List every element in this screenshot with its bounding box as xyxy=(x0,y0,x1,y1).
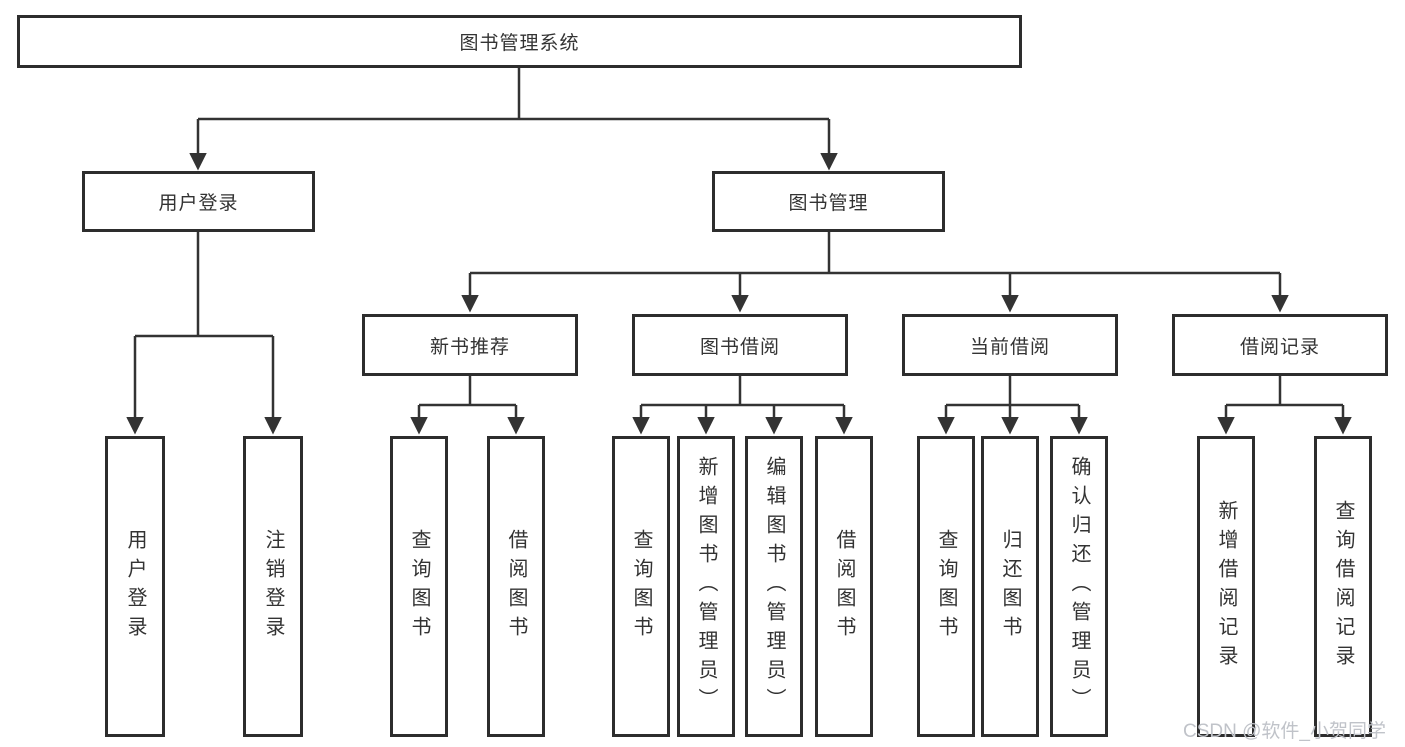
node-leaf-query-books-borrow-label: 查询图书 xyxy=(630,528,652,645)
node-leaf-add-books-admin-label: 新增图书（管理员） xyxy=(695,456,717,717)
node-leaf-query-books-current-label: 查询图书 xyxy=(935,528,957,645)
node-leaf-confirm-return-admin-label: 确认归还（管理员） xyxy=(1068,456,1090,717)
node-leaf-query-books-recommend-label: 查询图书 xyxy=(408,528,430,645)
node-module-book-borrow: 图书借阅 xyxy=(632,314,848,376)
node-leaf-query-borrow-record: 查询借阅记录 xyxy=(1314,436,1372,737)
node-branch-user-login: 用户登录 xyxy=(82,171,315,232)
node-leaf-borrow-books-recommend-label: 借阅图书 xyxy=(505,528,527,645)
node-leaf-borrow-books-recommend: 借阅图书 xyxy=(487,436,545,737)
node-leaf-add-borrow-record-label: 新增借阅记录 xyxy=(1215,499,1237,674)
node-leaf-edit-books-admin: 编辑图书（管理员） xyxy=(745,436,803,737)
node-leaf-add-books-admin: 新增图书（管理员） xyxy=(677,436,735,737)
node-leaf-logout-label: 注销登录 xyxy=(262,528,284,645)
node-module-current-borrow: 当前借阅 xyxy=(902,314,1118,376)
node-branch-book-management: 图书管理 xyxy=(712,171,945,232)
node-root: 图书管理系统 xyxy=(17,15,1022,68)
node-leaf-edit-books-admin-label: 编辑图书（管理员） xyxy=(763,456,785,717)
node-leaf-logout: 注销登录 xyxy=(243,436,303,737)
node-leaf-query-books-borrow: 查询图书 xyxy=(612,436,670,737)
node-leaf-borrow-books-label: 借阅图书 xyxy=(833,528,855,645)
node-leaf-query-borrow-record-label: 查询借阅记录 xyxy=(1332,499,1354,674)
node-module-book-borrow-label: 图书借阅 xyxy=(699,336,780,358)
csdn-watermark: CSDN @软件_小贺同学 xyxy=(1183,721,1386,742)
node-module-borrow-record: 借阅记录 xyxy=(1172,314,1388,376)
node-leaf-user-login: 用户登录 xyxy=(105,436,165,737)
node-leaf-borrow-books: 借阅图书 xyxy=(815,436,873,737)
node-leaf-query-books-current: 查询图书 xyxy=(917,436,975,737)
node-branch-user-login-label: 用户登录 xyxy=(158,193,239,214)
node-branch-book-management-label: 图书管理 xyxy=(788,193,869,214)
node-root-label: 图书管理系统 xyxy=(459,33,580,54)
node-leaf-query-books-recommend: 查询图书 xyxy=(390,436,448,737)
node-module-current-borrow-label: 当前借阅 xyxy=(969,336,1050,358)
node-leaf-return-books: 归还图书 xyxy=(981,436,1039,737)
node-leaf-confirm-return-admin: 确认归还（管理员） xyxy=(1050,436,1108,737)
node-leaf-user-login-label: 用户登录 xyxy=(124,528,146,645)
node-module-borrow-record-label: 借阅记录 xyxy=(1239,336,1320,358)
node-leaf-add-borrow-record: 新增借阅记录 xyxy=(1197,436,1255,737)
node-module-new-book-recommend-label: 新书推荐 xyxy=(429,336,510,358)
node-leaf-return-books-label: 归还图书 xyxy=(999,528,1021,645)
node-module-new-book-recommend: 新书推荐 xyxy=(362,314,578,376)
